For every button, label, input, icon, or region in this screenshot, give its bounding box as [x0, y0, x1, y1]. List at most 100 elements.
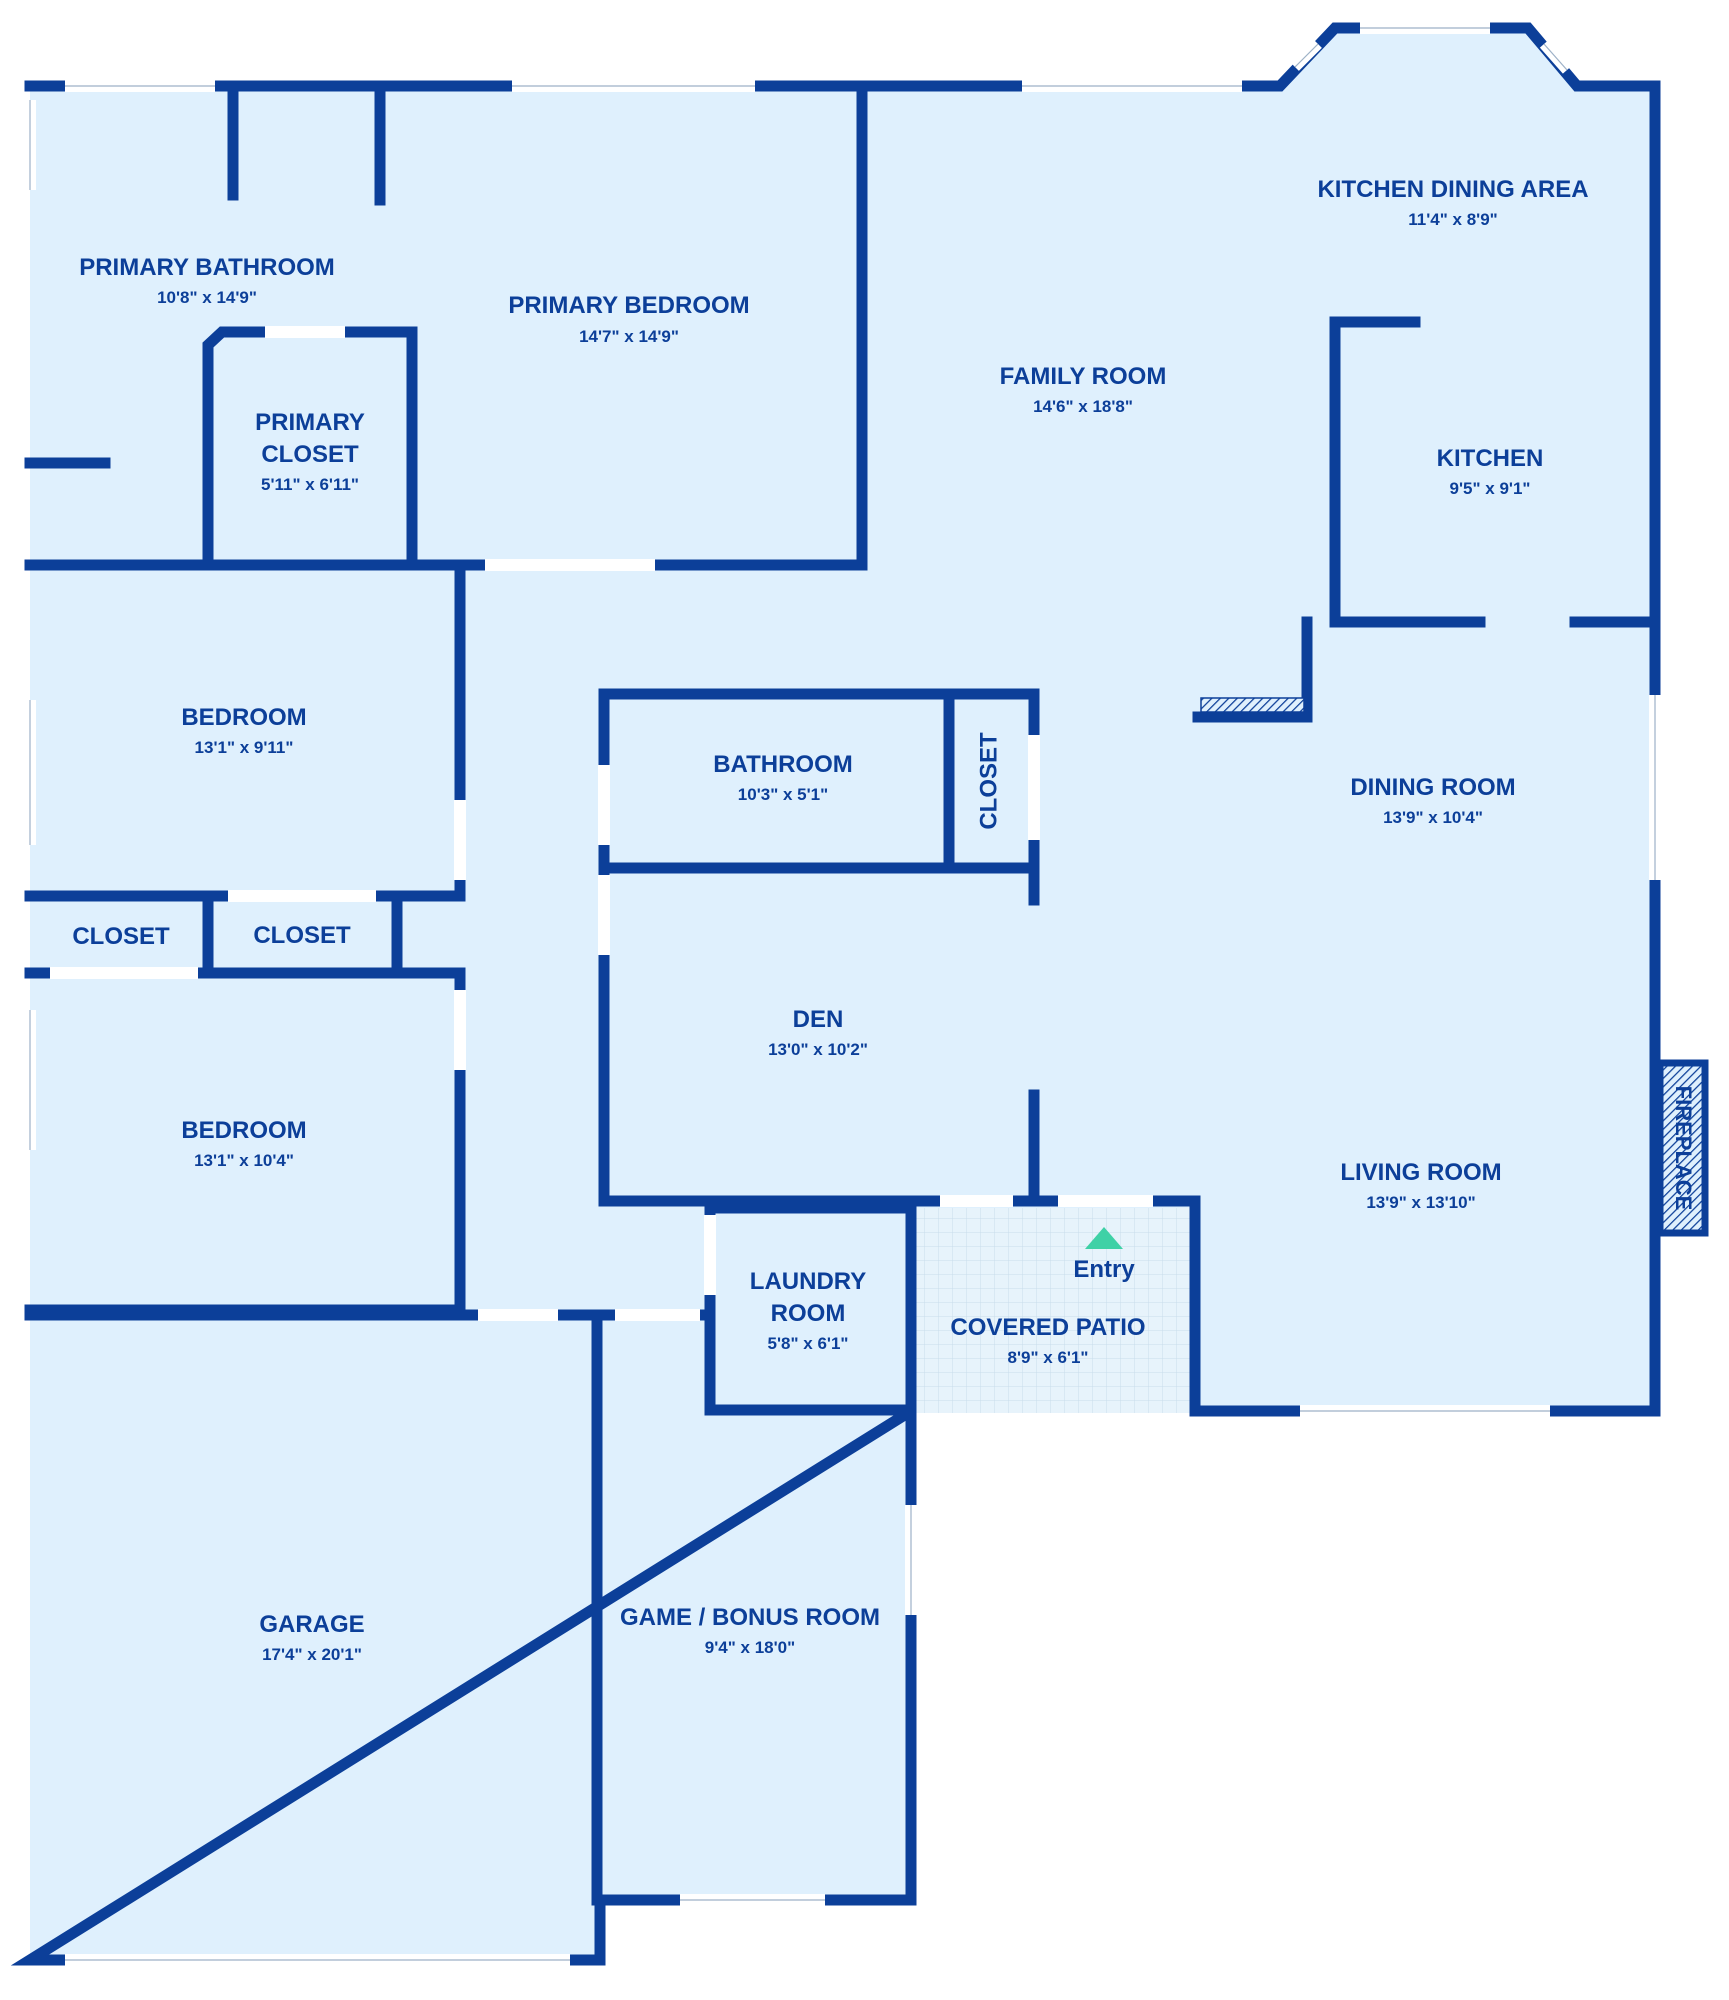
room-name: BEDROOM [181, 1117, 306, 1144]
doorway [454, 990, 466, 1070]
doorway [1058, 1195, 1153, 1207]
room-name: GARAGE [259, 1611, 364, 1638]
doorway [598, 765, 610, 845]
window [65, 80, 215, 92]
west-bedroom-walls [24, 559, 466, 1316]
room-closet-right: CLOSET [253, 922, 351, 949]
main-house-fill [30, 28, 1655, 1960]
window [1539, 40, 1572, 74]
doorway [940, 1195, 1013, 1207]
doorway [1028, 735, 1040, 840]
room-name: GAME / BONUS ROOM [620, 1604, 880, 1631]
window [1360, 22, 1490, 34]
room-bedroom-2: BEDROOM 13'1" x 10'4" [181, 1117, 306, 1170]
room-fills [30, 28, 1655, 1960]
kitchen-counter-hatch [1200, 697, 1305, 713]
room-labels: PRIMARY BATHROOM 10'8" x 14'9" PRIMARY B… [72, 176, 1588, 1664]
room-den: DEN 13'0" x 10'2" [768, 1006, 868, 1059]
room-dimensions: 14'7" x 14'9" [579, 327, 679, 346]
doorway [615, 1309, 700, 1321]
room-name: CLOSET [253, 922, 351, 949]
room-name: DEN [793, 1006, 844, 1033]
room-dimensions: 13'0" x 10'2" [768, 1040, 868, 1059]
window [24, 700, 36, 845]
room-name: CLOSET [72, 923, 170, 950]
room-name: PRIMARY BATHROOM [79, 254, 335, 281]
doorway [478, 1309, 558, 1321]
bath-den-walls [598, 688, 1040, 1207]
room-primary-bedroom: PRIMARY BEDROOM 14'7" x 14'9" [508, 292, 749, 346]
window [1649, 695, 1661, 880]
room-bathroom: BATHROOM 10'3" x 5'1" [713, 751, 853, 804]
window [680, 1894, 825, 1906]
room-dimensions: 5'8" x 6'1" [768, 1334, 849, 1353]
doorway [265, 326, 345, 338]
room-bedroom-1: BEDROOM 13'1" x 9'11" [181, 704, 306, 757]
room-dining-room: DINING ROOM 13'9" x 10'4" [1350, 774, 1515, 827]
room-kitchen-dining-area: KITCHEN DINING AREA 11'4" x 8'9" [1317, 176, 1588, 229]
kitchen-walls [1192, 316, 1661, 723]
entry-label: Entry [1073, 1256, 1135, 1283]
doorway [485, 559, 655, 571]
fireplace: FIREPLACE [1656, 1059, 1709, 1237]
room-name-line2: CLOSET [261, 441, 359, 468]
window [24, 1010, 36, 1150]
room-name: LIVING ROOM [1340, 1159, 1501, 1186]
room-dimensions: 13'1" x 10'4" [194, 1151, 294, 1170]
window [905, 1505, 917, 1615]
fireplace-label: FIREPLACE [1671, 1086, 1696, 1211]
room-laundry-room: LAUNDRY ROOM 5'8" x 6'1" [750, 1268, 866, 1353]
room-name: CLOSET [975, 732, 1002, 830]
room-dimensions: 17'4" x 20'1" [262, 1645, 362, 1664]
laundry-game-walls [24, 1202, 917, 1906]
room-name: KITCHEN [1437, 445, 1544, 472]
room-dimensions: 14'6" x 18'8" [1033, 397, 1133, 416]
room-dimensions: 11'4" x 8'9" [1408, 210, 1497, 229]
room-dimensions: 13'1" x 9'11" [195, 738, 294, 757]
room-dimensions: 10'8" x 14'9" [157, 288, 257, 307]
window [1022, 80, 1242, 92]
room-name: DINING ROOM [1350, 774, 1515, 801]
window [1300, 1405, 1550, 1417]
room-name: PRIMARY BEDROOM [508, 292, 749, 319]
room-garage: GARAGE 17'4" x 20'1" [259, 1611, 364, 1664]
primary-suite-walls [24, 80, 868, 571]
room-dimensions: 10'3" x 5'1" [738, 785, 828, 804]
window [24, 100, 36, 190]
room-primary-closet: PRIMARY CLOSET 5'11" x 6'11" [255, 409, 365, 494]
room-name-line1: LAUNDRY [750, 1268, 866, 1295]
room-living-room: LIVING ROOM 13'9" x 13'10" [1340, 1159, 1501, 1212]
room-game-bonus-room: GAME / BONUS ROOM 9'4" x 18'0" [620, 1604, 880, 1657]
room-covered-patio: COVERED PATIO 8'9" x 6'1" [950, 1314, 1145, 1367]
room-name: KITCHEN DINING AREA [1317, 176, 1588, 203]
room-family-room: FAMILY ROOM 14'6" x 18'8" [1000, 363, 1167, 416]
room-name: BATHROOM [713, 751, 853, 778]
doorway [228, 890, 376, 902]
room-kitchen: KITCHEN 9'5" x 9'1" [1437, 445, 1544, 498]
room-closet-hall: CLOSET [975, 732, 1002, 830]
room-dimensions: 8'9" x 6'1" [1008, 1348, 1089, 1367]
doorway [598, 875, 610, 955]
doorway [50, 967, 198, 979]
room-dimensions: 9'5" x 9'1" [1450, 479, 1531, 498]
room-dimensions: 9'4" x 18'0" [705, 1638, 795, 1657]
room-name: FAMILY ROOM [1000, 363, 1167, 390]
room-dimensions: 13'9" x 10'4" [1383, 808, 1483, 827]
window [1291, 40, 1322, 71]
room-dimensions: 5'11" x 6'11" [261, 475, 359, 494]
doorway [454, 800, 466, 880]
doorway [704, 1215, 716, 1295]
room-name: BEDROOM [181, 704, 306, 731]
room-primary-bathroom: PRIMARY BATHROOM 10'8" x 14'9" [79, 254, 335, 307]
covered-patio-floor [914, 1208, 1193, 1413]
windows [24, 22, 1661, 1966]
room-name-line2: ROOM [771, 1300, 846, 1327]
walls [10, 22, 1661, 1966]
room-name: COVERED PATIO [950, 1314, 1145, 1341]
window [65, 1954, 570, 1966]
room-closet-left: CLOSET [72, 923, 170, 950]
window [512, 80, 755, 92]
room-name-line1: PRIMARY [255, 409, 365, 436]
entry-marker: Entry [1073, 1227, 1135, 1283]
